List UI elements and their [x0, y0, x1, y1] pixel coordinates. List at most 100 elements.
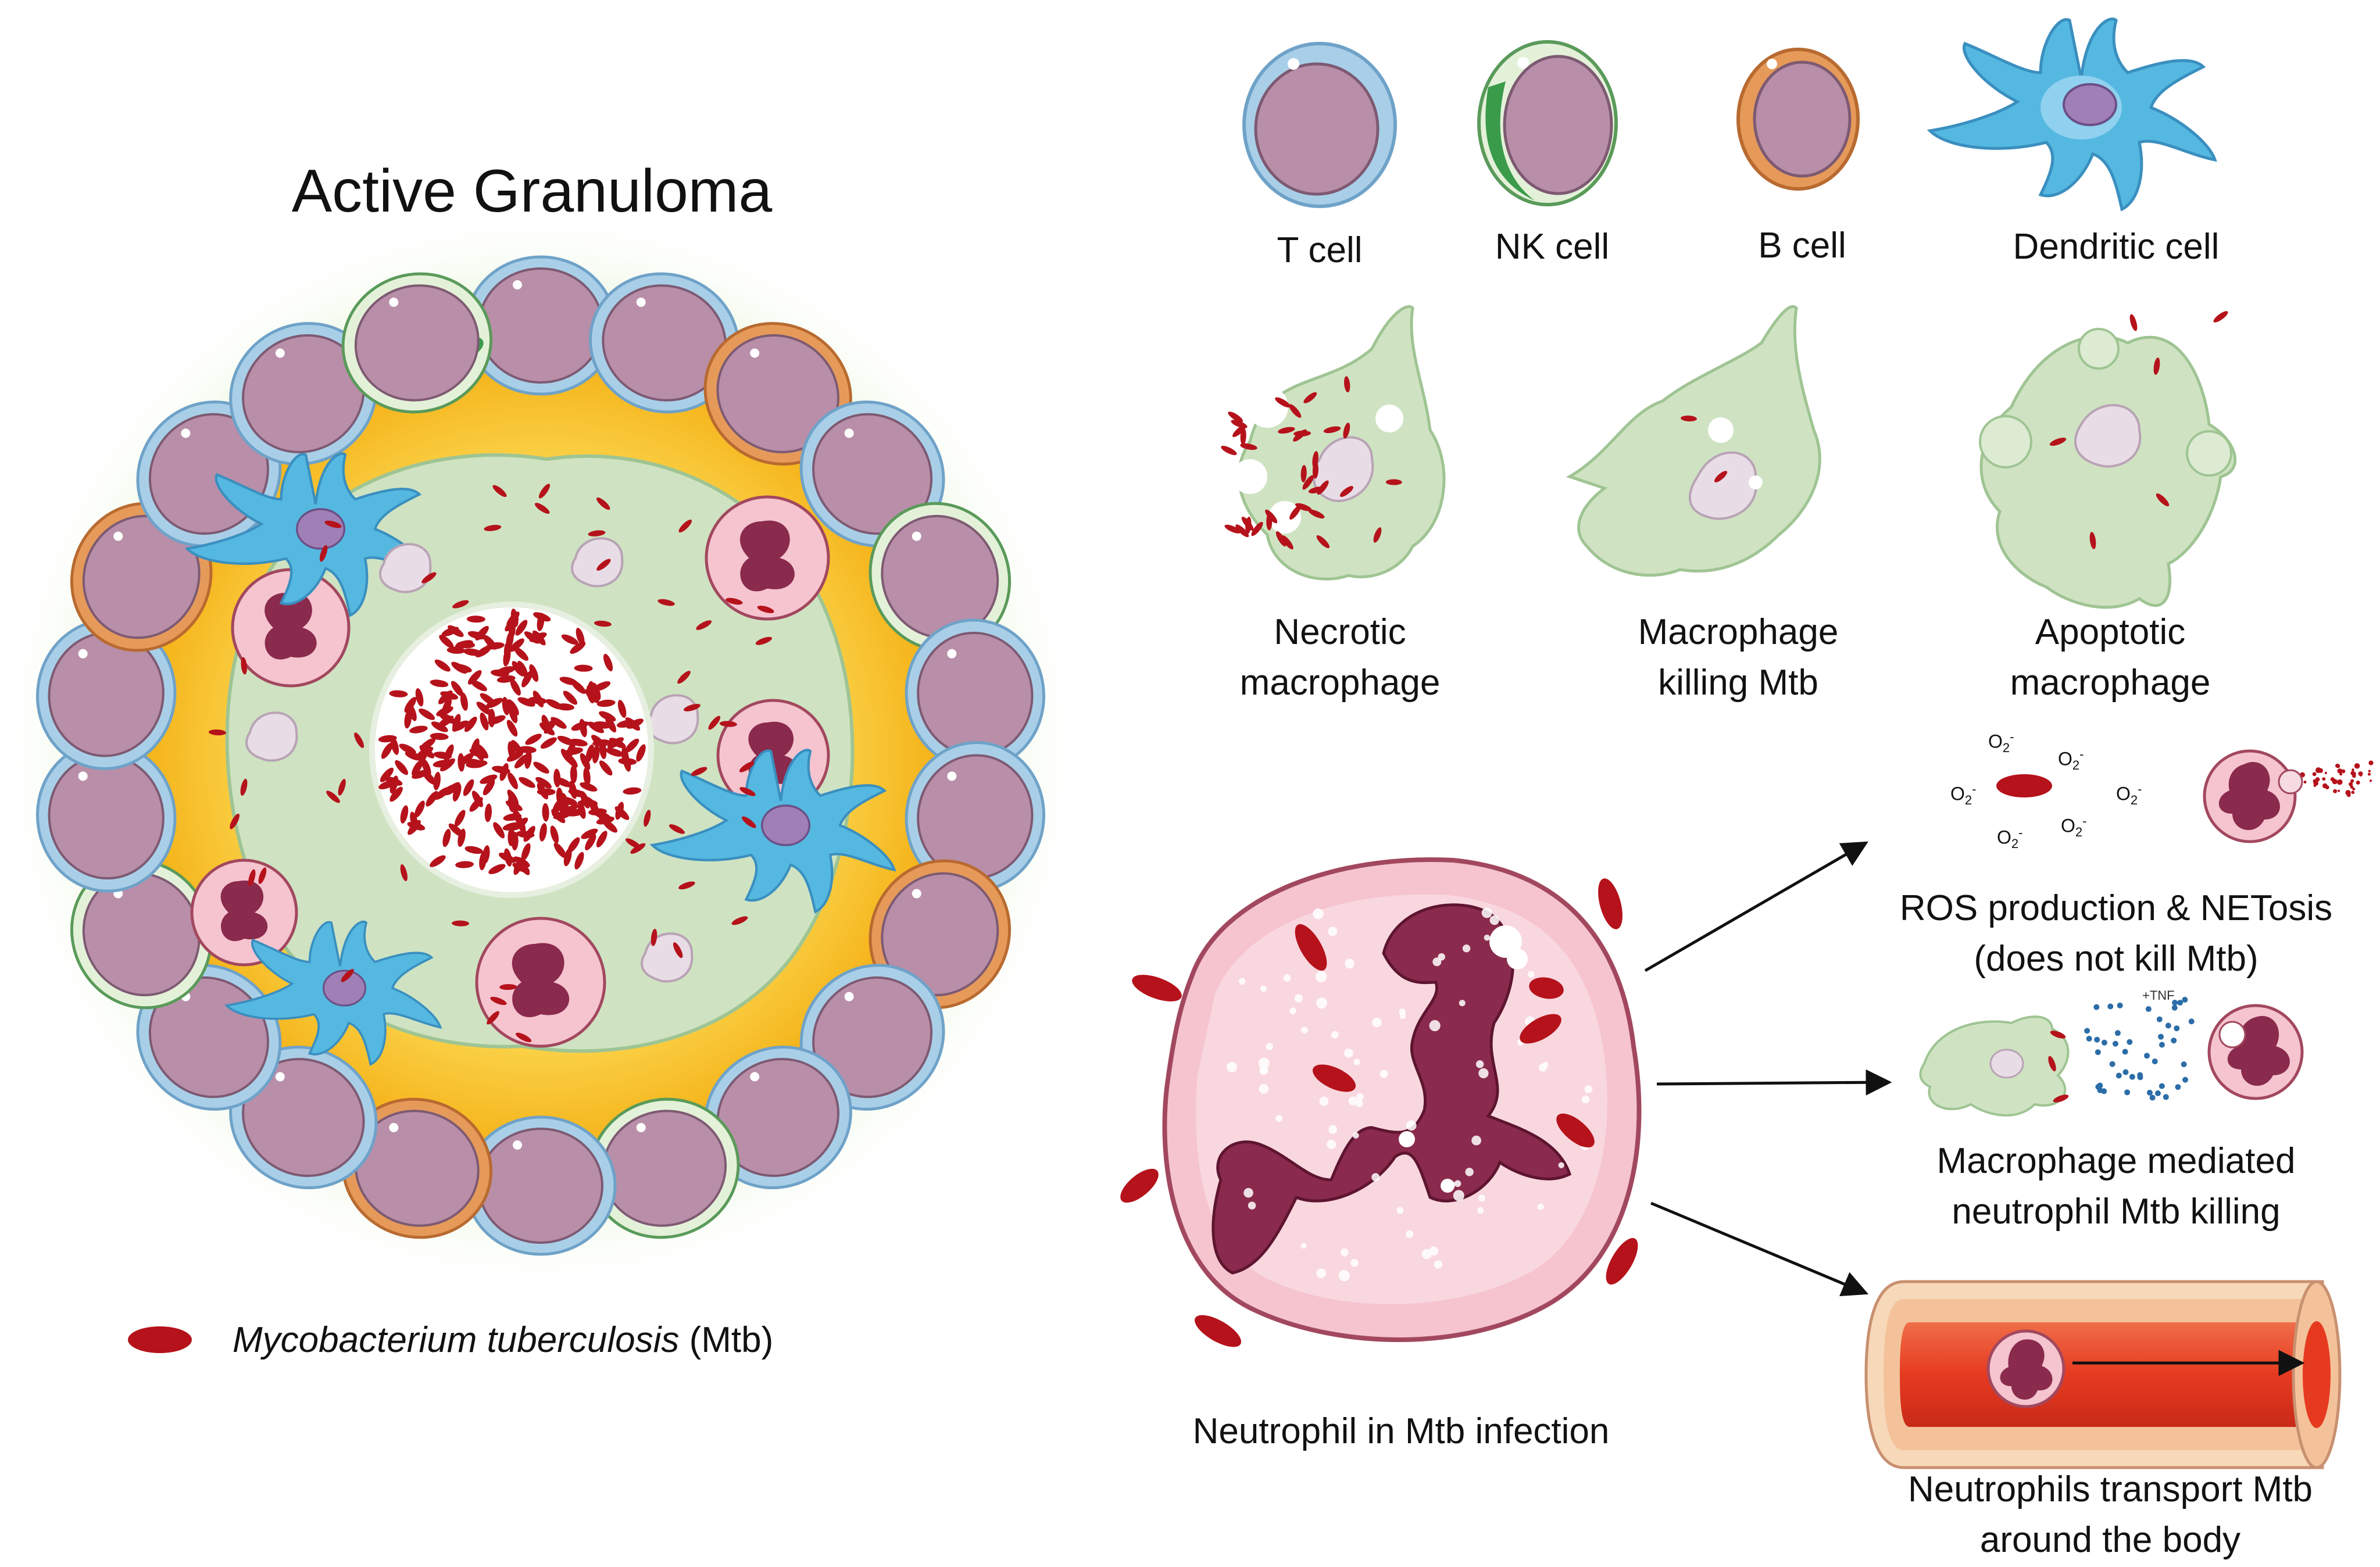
mtb-rod: [755, 636, 773, 645]
mtb-rod: [574, 852, 584, 870]
mtb-rod: [1245, 516, 1252, 534]
mtb-rod: [580, 782, 598, 792]
mtb-rod: [636, 744, 646, 762]
mtb-rod: [469, 749, 487, 759]
mtb-rod: [529, 664, 539, 682]
o2-sup: -: [2010, 729, 2014, 744]
t-cell: [464, 1115, 617, 1256]
mtb-rod: [430, 732, 449, 740]
mtb-rod: [596, 497, 610, 510]
mtb-rod: [389, 690, 408, 697]
b-cell: [341, 1097, 493, 1239]
neutrophil: [190, 858, 298, 967]
legend-mtb-icon: [128, 1326, 192, 1353]
t-cell: [703, 1046, 852, 1190]
mtb-rod: [493, 822, 505, 839]
neutrophil-granules: [1227, 907, 1593, 1282]
mtb-rod: [439, 713, 456, 724]
mtb-rod: [405, 751, 423, 761]
mtb-rod: [1681, 415, 1697, 422]
mtb-rod: [593, 681, 611, 692]
mtb-rod: [248, 869, 256, 886]
mtb-rod: [673, 942, 683, 958]
mtb-rod: [400, 805, 409, 824]
mtb-rod: [446, 646, 466, 654]
mtb-rod: [515, 620, 528, 636]
mtb-rod: [560, 793, 569, 811]
mtb-rod: [585, 833, 596, 851]
mtb-rod: [230, 813, 240, 829]
mtb-rod: [1312, 1064, 1356, 1092]
apoptotic-macrophage: [1979, 328, 2237, 609]
transport-line-2: around the body: [1979, 1519, 2241, 1560]
legend: Mycobacterium tuberculosis (Mtb): [128, 1308, 773, 1372]
mtb-rod: [511, 740, 523, 756]
mtb-rod: [1714, 471, 1728, 482]
mtb-rod: [440, 691, 459, 700]
mtb-rod: [421, 759, 431, 777]
mtb-rod: [240, 778, 248, 796]
mtb-rod: [2156, 493, 2170, 507]
ros-line-1: ROS production & NETosis: [1899, 888, 2333, 928]
mtb-rod: [585, 744, 595, 763]
mtb-rod: [517, 660, 528, 678]
mtb-rod: [599, 760, 613, 776]
o2-sup: -: [2018, 825, 2023, 840]
mediated-line-1: Macrophage mediated: [1936, 1141, 2296, 1181]
mtb-rod: [488, 715, 506, 725]
dendritic-cell: [224, 920, 442, 1067]
mtb-rod: [1221, 446, 1237, 455]
mtb-rod: [677, 671, 691, 684]
legend-text: Mycobacterium tuberculosis (Mtb): [233, 1319, 773, 1361]
mtb-rod: [1251, 521, 1263, 536]
mtb-rod: [324, 520, 342, 528]
mtb-rod: [623, 787, 642, 795]
neutrophil-label: Neutrophil in Mtb infection: [1192, 1411, 1610, 1451]
mtb-rod: [514, 754, 528, 769]
macrophage-nucleus: [641, 932, 694, 983]
mtb-rod: [1232, 424, 1246, 438]
mtb-rod: [389, 786, 403, 802]
nk-cell: [341, 272, 493, 414]
mtb-rod: [426, 790, 438, 807]
superoxide-label: O2-: [2061, 814, 2086, 840]
mtb-rod: [588, 530, 606, 536]
mtb-rod: [1598, 878, 1623, 929]
mtb-rod: [475, 625, 489, 641]
mtb-rod: [241, 657, 247, 675]
legend-species: Mycobacterium tuberculosis: [233, 1319, 680, 1360]
dendritic-cell-label: Dendritic cell: [2013, 227, 2220, 267]
tnf-dots: [2048, 997, 2195, 1103]
mtb-rod: [592, 745, 600, 764]
mtb-rod: [502, 822, 521, 831]
transport-line-1: Neutrophils transport Mtb: [1907, 1469, 2313, 1509]
killing-line-1: Macrophage: [1638, 612, 1839, 652]
mtb-rod: [1520, 1014, 1561, 1044]
mtb-rod: [570, 764, 577, 784]
mtb-rod: [338, 779, 346, 796]
mtb-rod: [499, 984, 517, 990]
mtb-rod: [552, 799, 562, 816]
mtb-rod: [1293, 430, 1311, 437]
mtb-rod: [1295, 503, 1312, 511]
mtb-rod: [564, 747, 584, 755]
mtb-rod: [414, 800, 425, 818]
mtb-rod: [1323, 426, 1341, 434]
mtb-rod: [594, 620, 612, 627]
mtb-rod: [581, 828, 598, 839]
mtb-rod: [564, 753, 578, 768]
mtb-rod: [469, 760, 488, 767]
mtb-rod: [739, 787, 756, 796]
mtb-rod: [630, 843, 646, 854]
mtb-rod: [448, 625, 464, 637]
mtb-rod: [487, 1011, 499, 1025]
mtb-rod: [470, 679, 487, 692]
neutrophil: [705, 495, 830, 621]
mediated-panel: [1919, 997, 2304, 1117]
mtb-rod: [506, 720, 518, 737]
mtb-rod: [452, 600, 469, 609]
mtb-rod: [596, 699, 616, 707]
mtb-rod: [439, 635, 454, 649]
mtb-rod: [1240, 443, 1257, 450]
mtb-rod: [1343, 423, 1350, 439]
